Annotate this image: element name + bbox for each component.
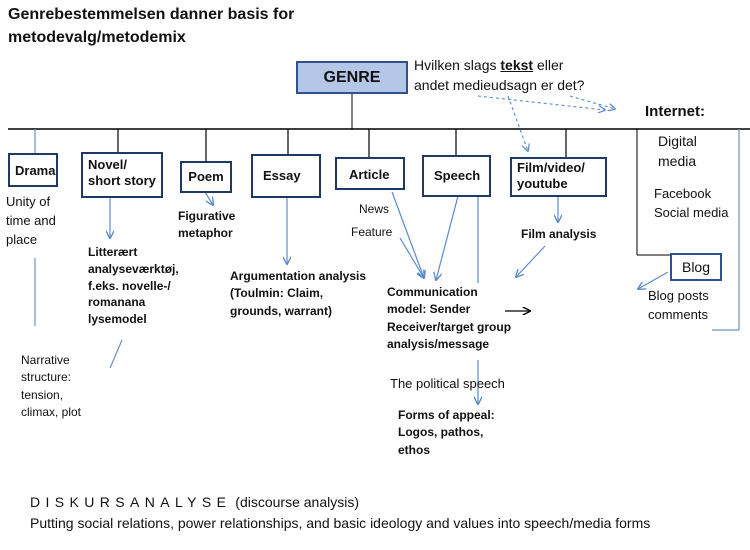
question-emphasis: tekst — [500, 57, 534, 73]
discourse-spaced-word: DISKURSANALYSE — [30, 494, 232, 510]
discourse-analysis-line: DISKURSANALYSE (discourse analysis) — [30, 494, 359, 512]
genre-drama: Drama — [8, 153, 58, 187]
political-speech-label: The political speech — [390, 376, 505, 391]
film-analysis-note: Film analysis — [521, 227, 597, 241]
narrative-note: Narrative structure: tension, climax, pl… — [21, 353, 82, 420]
feature-label: Feature — [351, 225, 393, 239]
poem-note: Figurative metaphor — [178, 209, 236, 240]
genre-box: GENRE — [296, 61, 408, 94]
social-media-label: Facebook Social media — [654, 186, 729, 220]
diagram-title: Genrebestemmelsen danner basis for metod… — [8, 3, 294, 49]
title-line-1: Genrebestemmelsen danner basis for — [8, 6, 295, 23]
genre-poem: Poem — [180, 161, 232, 193]
drama-note: Unity of time and place — [6, 194, 56, 247]
genre-article: Article — [335, 157, 405, 190]
blog-box: Blog — [670, 253, 722, 281]
question-after: eller — [533, 57, 564, 73]
title-line-2: metodevalg/metodemix — [8, 29, 186, 47]
discourse-description: Putting social relations, power relation… — [30, 515, 651, 531]
genre-essay: Essay — [251, 154, 321, 198]
digital-media-label: Digital media — [658, 133, 697, 169]
genre-novel: Novel/ short story — [81, 152, 163, 198]
essay-note: Argumentation analysis (Toulmin: Claim, … — [230, 269, 367, 318]
internet-heading: Internet: — [645, 103, 705, 120]
novel-method-note: Litterært analyseværktøj, f.eks. novelle… — [88, 245, 179, 327]
discourse-gloss: (discourse analysis) — [231, 494, 359, 510]
blog-notes: Blog posts comments — [648, 288, 709, 322]
question-before: Hvilken slags — [414, 57, 501, 73]
question-text: Hvilken slags tekst eller andet medieuds… — [414, 56, 584, 95]
news-label: News — [359, 202, 390, 216]
question-line-2: andet medieudsagn er det? — [414, 76, 585, 93]
genre-speech: Speech — [422, 155, 491, 197]
forms-of-appeal-note: Forms of appeal: Logos, pathos, ethos — [398, 408, 495, 457]
genre-film: Film/video/ youtube — [510, 157, 607, 197]
communication-model-note: Communication model: Sender Receiver/tar… — [387, 285, 512, 352]
